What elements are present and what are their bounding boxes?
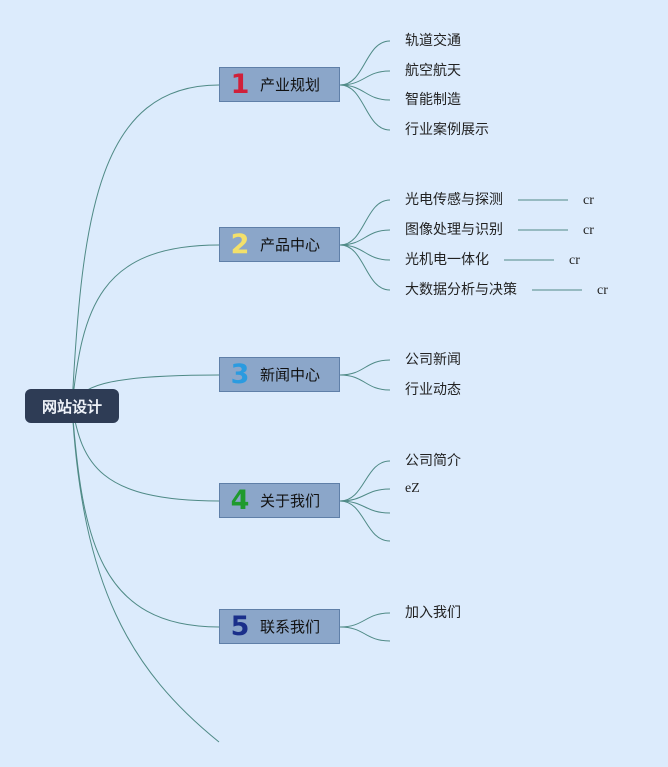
branch-edge-1-1 [339,40,391,86]
branch-node-4[interactable]: 4 关于我们 [219,483,340,518]
branch-edge-1-2 [339,70,391,86]
branch-label-1: 产业规划 [260,76,321,94]
branch-edge-2-1 [339,199,391,246]
root-node[interactable]: 网站设计 [25,389,119,423]
branch-number-1: 1 [230,69,250,100]
leaf-note-2-3: cr [569,253,580,268]
branch-edge-2-3 [339,244,391,261]
root-edge-1 [71,84,220,407]
branch-edge-2-2 [339,229,391,246]
leaf-note-2-1: cr [583,193,594,208]
leaf-2-1[interactable]: 光电传感与探测 [405,192,503,208]
branch-node-5[interactable]: 5 联系我们 [219,609,340,644]
leaf-2-4[interactable]: 大数据分析与决策 [405,282,517,298]
branch-edge-1-4 [339,84,391,131]
branch-edge-1-3 [339,84,391,101]
branch-number-5: 5 [230,611,250,642]
branch-node-1[interactable]: 1 产业规划 [219,67,340,102]
branch-number-3: 3 [230,359,250,390]
branch-edge-4-1 [339,460,391,502]
leaf-1-3[interactable]: 智能制造 [405,92,461,108]
branch-edge-3-1 [339,359,391,376]
branch-edge-5-1 [339,612,391,628]
branch-edge-3-2 [339,374,391,391]
branch-label-3: 新闻中心 [260,366,321,384]
leaf-note-2-2: cr [583,223,594,238]
leaf-5-1[interactable]: 加入我们 [405,605,461,621]
root-label: 网站设计 [41,397,102,416]
root-edge-5 [71,405,220,628]
leaf-2-2[interactable]: 图像处理与识别 [405,222,503,238]
branch-edge-4-4 [339,500,391,542]
branch-edge-2-4 [339,244,391,291]
root-edge-extra [71,405,220,743]
leaf-3-1[interactable]: 公司新闻 [405,352,461,368]
branch-number-2: 2 [230,229,250,260]
leaf-1-1[interactable]: 轨道交通 [405,33,461,49]
leaf-4-1[interactable]: 公司简介 [405,453,461,469]
leaf-1-2[interactable]: 航空航天 [405,63,461,79]
root-edge-4 [71,405,220,502]
branch-edge-4-2 [339,488,391,502]
branch-label-5: 联系我们 [260,618,321,636]
leaf-2-3[interactable]: 光机电一体化 [405,252,489,268]
branch-node-3[interactable]: 3 新闻中心 [219,357,340,392]
root-edge-2 [71,244,220,407]
branch-node-2[interactable]: 2 产品中心 [219,227,340,262]
leaf-4-2[interactable]: eZ [405,481,420,496]
leaf-1-4[interactable]: 行业案例展示 [405,122,489,138]
branch-number-4: 4 [230,485,250,516]
branch-label-4: 关于我们 [260,492,321,510]
branch-edge-5-2 [339,626,391,642]
leaf-note-2-4: cr [597,283,608,298]
branch-label-2: 产品中心 [260,236,321,254]
leaf-3-2[interactable]: 行业动态 [405,382,461,398]
